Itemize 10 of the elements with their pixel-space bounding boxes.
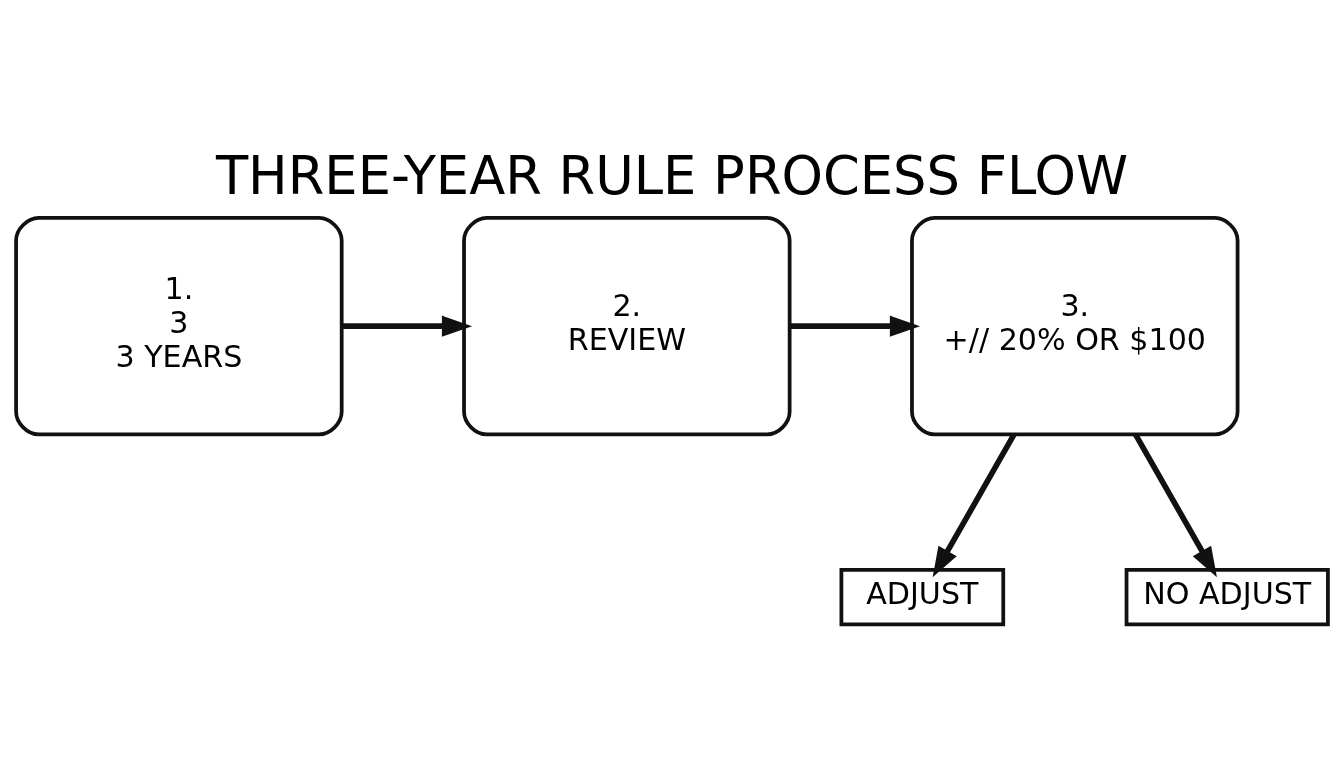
arrow	[932, 432, 1017, 577]
diagram-title: THREE-YEAR RULE PROCESS FLOW	[215, 144, 1129, 206]
node-box: 2. REVIEW	[462, 215, 792, 436]
node-box: ADJUST	[839, 567, 1006, 626]
node-box: 1. 3 3 YEARS	[14, 215, 344, 436]
arrow	[342, 315, 473, 337]
node-box: 3. +// 20% OR $100	[910, 215, 1240, 436]
node-box: NO ADJUST	[1124, 567, 1330, 626]
arrow	[1133, 432, 1217, 577]
arrow	[790, 315, 921, 337]
